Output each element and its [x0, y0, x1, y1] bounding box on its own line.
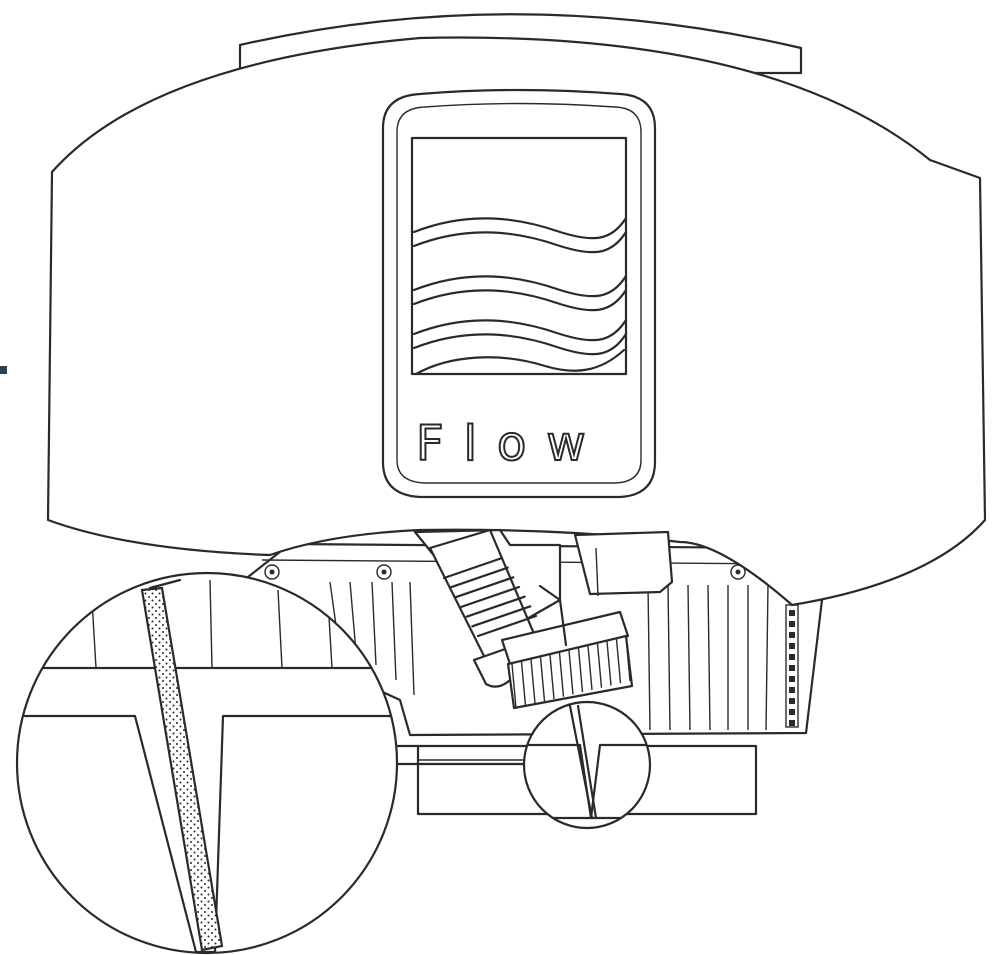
brand-name: Flow — [416, 416, 606, 472]
bristle — [596, 643, 603, 688]
chain-link — [789, 654, 795, 660]
screw-center — [376, 564, 392, 580]
bristle — [615, 639, 622, 684]
cutting-head — [413, 528, 674, 710]
thread-rib — [476, 614, 538, 638]
brush-bristles — [511, 636, 631, 709]
logo-plate: Flow — [381, 88, 657, 499]
edge-marker — [0, 366, 7, 374]
side-chain — [785, 604, 799, 728]
thread-rib — [465, 595, 526, 618]
chain-link — [789, 621, 795, 627]
bristle — [549, 654, 555, 700]
chain-link — [789, 610, 795, 616]
chain-link — [789, 698, 795, 704]
bristle — [606, 641, 612, 686]
bristle — [568, 650, 574, 695]
nozzle-threads — [442, 556, 538, 638]
detail-circle-small — [522, 700, 652, 830]
thread-rib — [442, 556, 504, 580]
bristle — [511, 663, 517, 709]
chain-link — [789, 676, 795, 682]
thread-rib — [471, 605, 532, 628]
wave-icon — [410, 136, 628, 376]
chain-link — [789, 632, 795, 638]
screw-left — [264, 564, 280, 580]
bristle — [530, 659, 536, 704]
bristle — [520, 661, 527, 706]
chain-link — [789, 709, 795, 715]
chain-link — [789, 665, 795, 671]
bristle — [558, 652, 565, 697]
thread-rib — [454, 576, 515, 599]
bristle — [577, 648, 584, 693]
bristle — [539, 657, 546, 702]
bristle — [587, 645, 593, 691]
detail-circle-large — [15, 571, 399, 955]
bristle — [625, 636, 631, 682]
chain-link — [789, 643, 795, 649]
thread-rib — [448, 566, 509, 589]
thread-rib — [459, 585, 521, 609]
housing-fins — [329, 581, 769, 731]
chain-link — [789, 720, 795, 726]
chain-link — [789, 687, 795, 693]
